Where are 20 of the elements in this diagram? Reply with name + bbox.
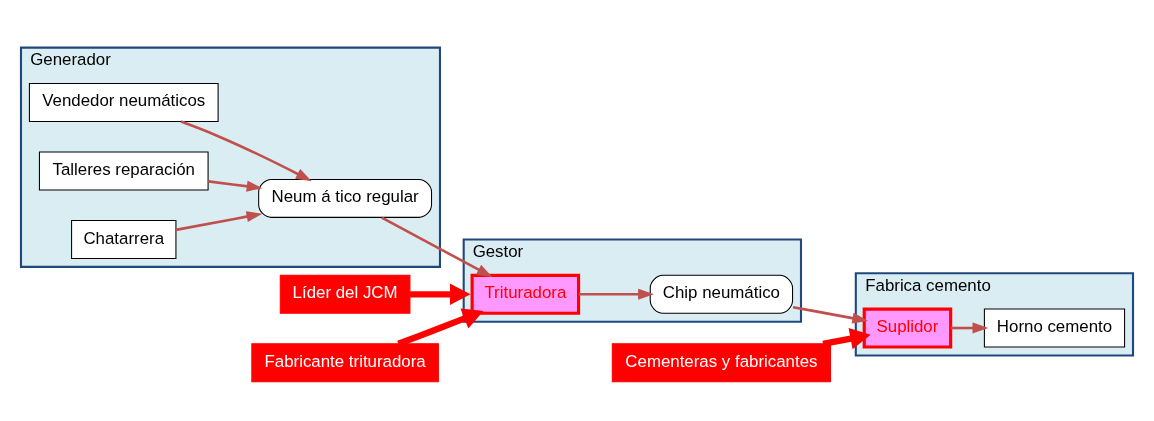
node-box: Suplidor (862, 307, 953, 349)
node-box: Líder del JCM (279, 274, 411, 314)
arrow (950, 322, 989, 334)
node-box: Talleres reparación (38, 151, 209, 191)
node-box: Neum á tico regular (258, 178, 433, 218)
arrow (381, 216, 493, 278)
arrow (180, 120, 312, 182)
arrow (175, 211, 263, 232)
node-box: Vendedor neumáticos (28, 82, 219, 122)
node-box: Chatarrera (71, 220, 177, 259)
node-box: Chip neumático (649, 274, 794, 314)
arrow (409, 283, 471, 306)
arrow (208, 180, 263, 192)
arrow (397, 308, 484, 347)
node-box: Fabricante trituradora (251, 343, 439, 383)
node-box: Cementeras y fabricantes (611, 343, 832, 383)
node-box: Horno cemento (983, 308, 1126, 348)
arrow (578, 288, 654, 300)
node-box: Trituradora (470, 273, 581, 315)
arrow (792, 305, 869, 324)
